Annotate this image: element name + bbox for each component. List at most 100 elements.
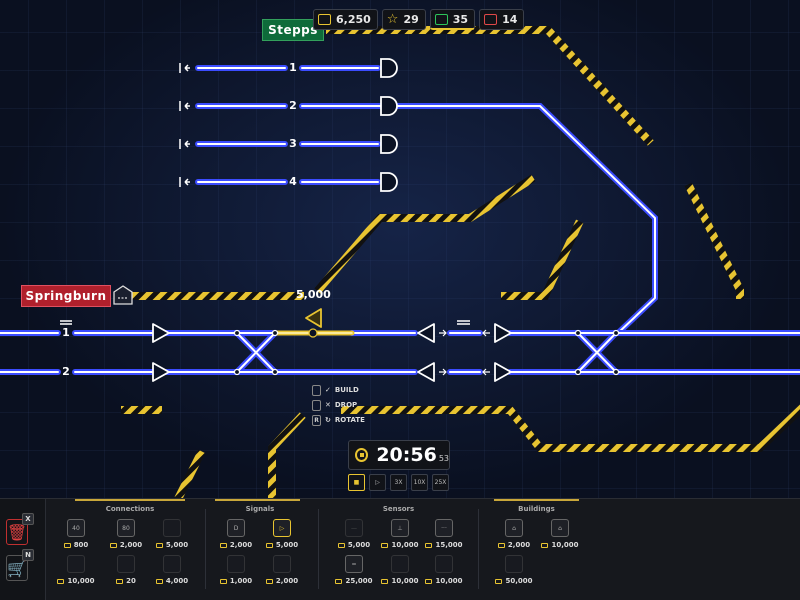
money-stat: 6,250: [313, 9, 378, 30]
coin-icon: [57, 578, 65, 584]
connection-item[interactable]: 4,000: [152, 555, 192, 585]
sensor-bar-icon: —: [345, 519, 363, 537]
coin-icon: [155, 542, 163, 548]
station-label-stepps[interactable]: Stepps: [262, 19, 324, 41]
placement-signal-ghost[interactable]: [305, 308, 322, 328]
connection-item[interactable]: 80 2,000: [106, 519, 146, 549]
main-signals[interactable]: [152, 323, 512, 382]
upper-track-number: 4: [289, 175, 297, 188]
depot-icon: ⌂: [505, 519, 523, 537]
connection-item[interactable]: 20: [106, 555, 146, 585]
coin-icon: [116, 578, 124, 584]
category-title: Buildings: [518, 505, 555, 513]
track-layer[interactable]: [0, 0, 800, 498]
cross-icon: ✕: [325, 401, 331, 409]
tunnel-icon: [163, 519, 181, 537]
sensor-item[interactable]: — 5,000: [334, 519, 374, 549]
coin-icon: [265, 542, 273, 548]
build-panel: 🗑 X 🛒 N Connections 40 800 80 2,000 5,00…: [0, 498, 800, 600]
category-title: Connections: [105, 505, 155, 513]
mouse-right-icon: [312, 400, 321, 411]
upper-tracks[interactable]: [195, 65, 658, 336]
bridge-icon: [67, 555, 85, 573]
placement-price: 5,000: [296, 288, 331, 301]
red-trains-stat[interactable]: 14: [479, 9, 525, 30]
coin-icon: [541, 542, 549, 548]
terminal-icon: [505, 555, 523, 573]
trash-icon: 🗑: [6, 522, 28, 542]
cart-icon: 🛒: [7, 558, 27, 578]
category-underline: [494, 499, 579, 501]
stars-stat: ☆ 29: [381, 9, 426, 30]
signal-icon: ▷: [273, 519, 291, 537]
track-icon: [117, 555, 135, 573]
stats-bar: 6,250 ☆ 29 35 14: [313, 9, 525, 30]
stars-value: 29: [403, 13, 419, 26]
coin-icon: [109, 542, 117, 548]
hazard-barriers: [121, 26, 800, 498]
game-board[interactable]: 1 2 3 4 1 2 Stepps Springburn 5,000 6,25…: [0, 0, 800, 498]
building-item[interactable]: ⌂ 10,000: [540, 519, 580, 549]
connection-item[interactable]: 40 800: [56, 519, 96, 549]
play-icon: ▷: [375, 479, 380, 486]
lower-track-number: 1: [62, 326, 70, 339]
signal-item[interactable]: 2,000: [262, 555, 302, 585]
lower-track-number: 2: [62, 365, 70, 378]
check-icon: ✓: [325, 386, 331, 394]
stop-icon: [355, 448, 369, 462]
speed-10x-button[interactable]: 10X: [411, 474, 428, 491]
coin-icon: [63, 542, 71, 548]
sensor-item[interactable]: 10,000: [380, 555, 420, 585]
sensor-item[interactable]: ⊥ 10,000: [380, 519, 420, 549]
station-icon: ⌂: [551, 519, 569, 537]
coin-icon: [381, 542, 389, 548]
sensor-double-bar-icon: =: [345, 555, 363, 573]
speed-3x-button[interactable]: 3X: [390, 474, 407, 491]
category-title: Sensors: [382, 505, 415, 513]
signal-item[interactable]: 1,000: [216, 555, 256, 585]
train-icon: [484, 14, 498, 25]
coin-icon: [337, 542, 345, 548]
signal-item-selected[interactable]: ▷ 5,000: [262, 519, 302, 549]
connection-item[interactable]: 10,000: [56, 555, 96, 585]
category-divider: [318, 509, 319, 589]
building-item[interactable]: 50,000: [494, 555, 534, 585]
station-label-springburn[interactable]: Springburn: [21, 285, 111, 307]
shop-button[interactable]: 🛒: [6, 555, 28, 581]
pause-button[interactable]: ■: [348, 474, 365, 491]
hint-rotate: R ↻ ROTATE: [312, 413, 365, 428]
sensor-icon: [391, 555, 409, 573]
shunt-signal-icon: [227, 555, 245, 573]
sensor-dots-icon: ···: [435, 519, 453, 537]
red-trains-value: 14: [502, 13, 518, 26]
signal-item[interactable]: D 2,000: [216, 519, 256, 549]
building-item[interactable]: ⌂ 2,000: [494, 519, 534, 549]
sensor-item[interactable]: = 25,000: [334, 555, 374, 585]
category-underline: [75, 499, 185, 501]
station-building-icon[interactable]: [113, 285, 133, 305]
upper-platform-signals[interactable]: [380, 58, 398, 192]
track-nodes[interactable]: [233, 328, 620, 376]
play-button[interactable]: ▷: [369, 474, 386, 491]
sensor-item[interactable]: 10,000: [424, 555, 464, 585]
green-trains-stat[interactable]: 35: [429, 9, 476, 30]
stop-icon: ■: [353, 479, 360, 486]
speed-25x-button[interactable]: 25X: [432, 474, 449, 491]
hint-build: ✓ BUILD: [312, 383, 365, 398]
sensor-item[interactable]: ··· 15,000: [424, 519, 464, 549]
sensor-timer-icon: ⊥: [391, 519, 409, 537]
main-tracks[interactable]: [0, 330, 800, 375]
category-underline: [215, 499, 300, 501]
speed-40-icon: 40: [67, 519, 85, 537]
buffer-signal-icon: D: [227, 519, 245, 537]
tool-sidebar: 🗑 X 🛒 N: [0, 499, 46, 600]
connection-item[interactable]: 5,000: [152, 519, 192, 549]
upper-track-number: 1: [289, 61, 297, 74]
delete-button[interactable]: 🗑: [6, 519, 28, 545]
coin-icon: [425, 542, 433, 548]
coin-icon: [495, 578, 503, 584]
coin-icon: [425, 578, 433, 584]
track-sensors[interactable]: [60, 320, 470, 325]
coin-icon: [497, 542, 505, 548]
mouse-left-icon: [312, 385, 321, 396]
